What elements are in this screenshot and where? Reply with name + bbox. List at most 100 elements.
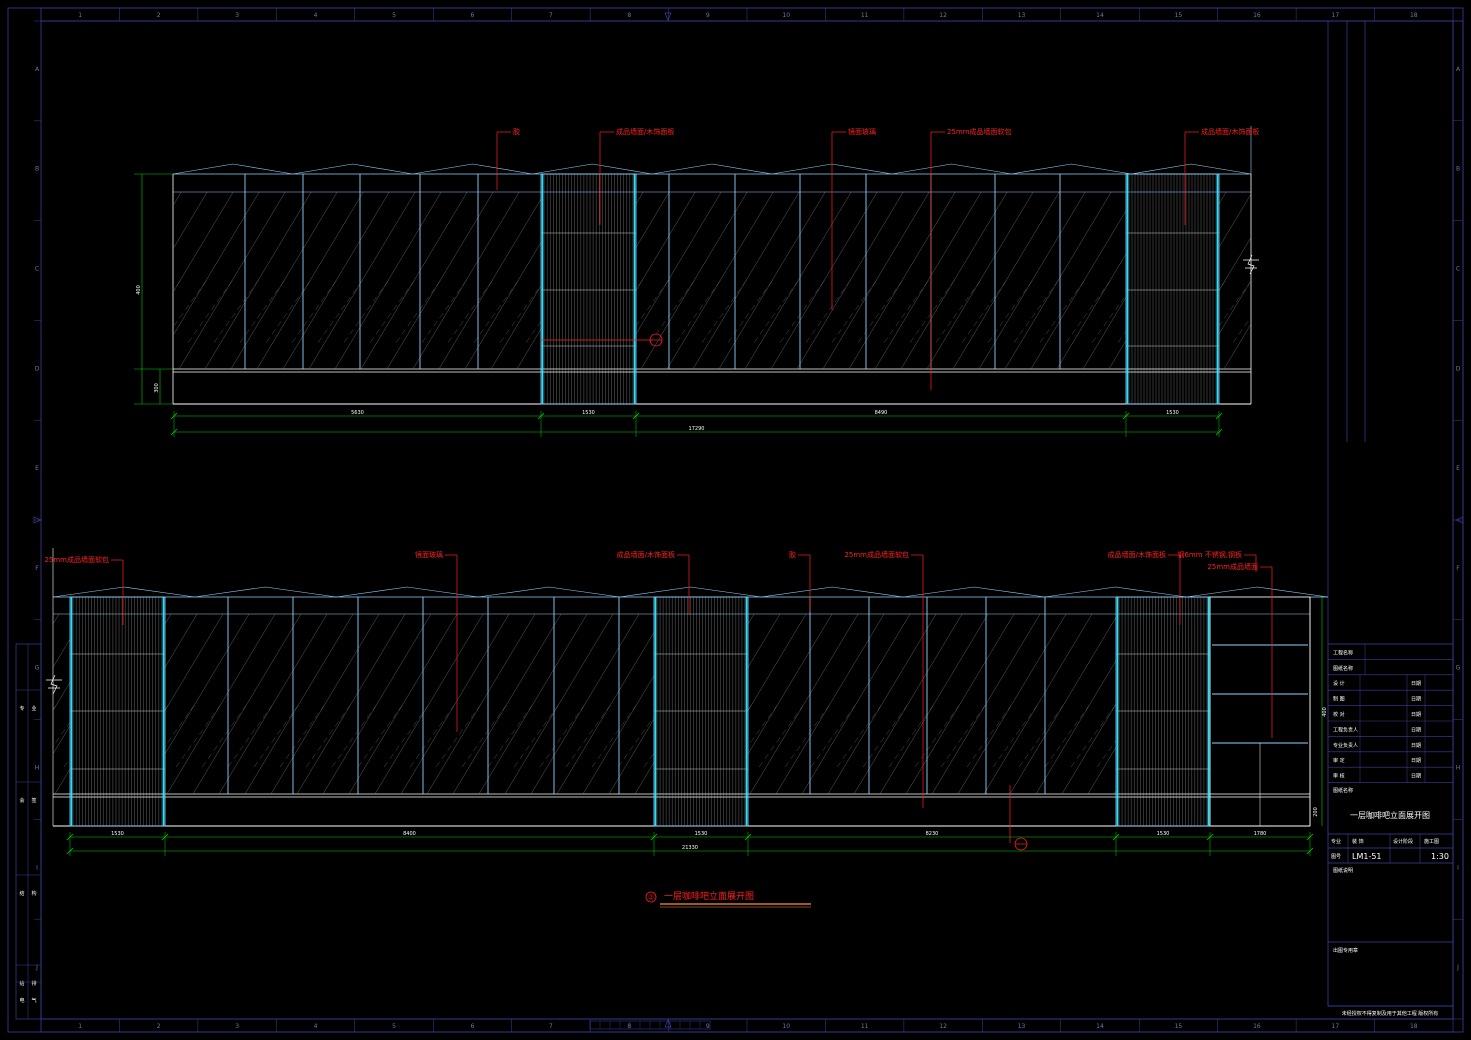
hatch-line — [1219, 193, 1251, 248]
dimension-tick — [161, 833, 169, 841]
hatch-line — [744, 192, 852, 369]
hatch-line — [643, 752, 654, 768]
hatch-line — [487, 703, 534, 768]
grid-row-label-right: A — [1456, 66, 1461, 73]
grid-row-label-right: C — [1456, 266, 1460, 273]
grid-row-label-left: H — [35, 765, 40, 772]
tb-phase-label: 设计阶段 — [1393, 838, 1413, 845]
tb-row-label: 工程名称 — [1333, 649, 1353, 656]
hatch-line — [1223, 323, 1251, 369]
grid-col-label-bottom: 3 — [235, 1023, 239, 1030]
dimension-tick — [1112, 833, 1120, 841]
strip-label: 结 — [19, 890, 24, 897]
hatch-line — [1013, 280, 1059, 343]
material-label: 成品墙面/木饰面板 — [617, 550, 675, 559]
glass-hatch — [165, 614, 654, 794]
grid-row-label-left: B — [35, 166, 39, 173]
hatch-line — [539, 703, 586, 768]
hatch-line — [282, 192, 390, 369]
grid-row-label-left: E — [35, 465, 39, 472]
dimension-tick — [170, 428, 178, 436]
grid-col-label-bottom: 13 — [1018, 1023, 1026, 1030]
hatch-line — [1056, 253, 1126, 369]
hatch-line — [1232, 317, 1251, 343]
hatch-line — [883, 280, 929, 343]
strip-label: 专 — [19, 705, 24, 712]
hatch-line — [218, 614, 328, 794]
hatch-line — [343, 280, 389, 343]
grid-col-label-top: 7 — [549, 12, 553, 19]
hatch-line — [461, 703, 508, 768]
tb-number-label: 图号 — [1331, 854, 1341, 860]
break-symbol — [46, 674, 62, 695]
hatch-line — [256, 192, 364, 369]
dimension-tick — [537, 412, 545, 420]
hatch-line — [1009, 616, 1116, 794]
hatch-line — [165, 614, 198, 668]
hatch-line — [634, 761, 654, 794]
dimension-value: 1780 — [1254, 831, 1267, 837]
signature-strip: 专业会签结构给排电气 — [15, 643, 42, 1020]
grid-col-label-bottom: 2 — [157, 1023, 161, 1030]
title-number: ② — [648, 894, 654, 902]
glass-hatch — [1219, 192, 1251, 369]
tb-scale-value: 1:30 — [1431, 852, 1449, 861]
hatch-line — [447, 280, 493, 343]
tb-discipline-label: 专业 — [1331, 838, 1341, 845]
hatch-line — [426, 614, 536, 794]
hatch-line — [961, 280, 1007, 343]
hatch-line — [1219, 236, 1251, 292]
hatch-line — [244, 614, 354, 794]
grid-row-label-right: G — [1456, 665, 1461, 672]
hatch-line — [1018, 703, 1065, 768]
hatch-line — [748, 614, 807, 712]
hatch-line — [591, 703, 638, 768]
dimension-tick — [170, 412, 178, 420]
hatch-line — [784, 703, 831, 768]
hatch-line — [836, 703, 883, 768]
grid-row-label-right: F — [1456, 565, 1460, 572]
column-panel — [540, 173, 637, 405]
hatch-line — [395, 280, 441, 343]
dimension-value: 8400 — [403, 831, 416, 837]
hatch-line — [617, 716, 654, 768]
dimension-tick — [1122, 412, 1130, 420]
center-mark-bottom — [664, 1019, 672, 1028]
hatch-line — [1096, 740, 1116, 768]
hatch-line — [239, 280, 285, 343]
hatch-line — [1039, 280, 1085, 343]
hatch-line — [53, 681, 70, 712]
dimension-tick — [66, 833, 74, 841]
break-symbol — [1243, 254, 1259, 275]
height-dimension: 400 — [136, 285, 142, 295]
hatch-line — [1070, 703, 1116, 768]
hatch-line — [279, 703, 326, 768]
drawing-title: ② 一层咖啡吧立面展开图 — [645, 890, 811, 908]
grid-col-label-top: 15 — [1175, 12, 1183, 19]
grid-row-label-right: B — [1456, 166, 1460, 173]
hatch-line — [230, 192, 338, 369]
glass-hatch — [636, 192, 1126, 369]
tb-note-label: 图纸说明 — [1333, 867, 1353, 874]
grid-col-label-bottom: 11 — [861, 1023, 869, 1030]
height-dimension: 200 — [1313, 807, 1319, 817]
hatch-line — [805, 280, 851, 343]
grid-col-label-top: 10 — [782, 12, 790, 19]
hatch-line — [322, 614, 432, 794]
hatch-line — [165, 614, 250, 755]
tb-row-label: 设 计 — [1333, 680, 1345, 687]
hatch-line — [165, 703, 196, 747]
hatch-line — [649, 280, 695, 343]
hatch-line — [810, 703, 857, 768]
grid-col-label-top: 3 — [235, 12, 239, 19]
hatch-line — [935, 280, 981, 343]
hatch-line — [530, 614, 640, 794]
hatch-line — [827, 614, 937, 794]
hatch-line — [192, 614, 302, 794]
grid-markers: 1122334455667788991010111112121313141415… — [34, 8, 1463, 1032]
hatch-line — [204, 192, 312, 369]
tb-row-label: 工程负责人 — [1333, 726, 1358, 733]
